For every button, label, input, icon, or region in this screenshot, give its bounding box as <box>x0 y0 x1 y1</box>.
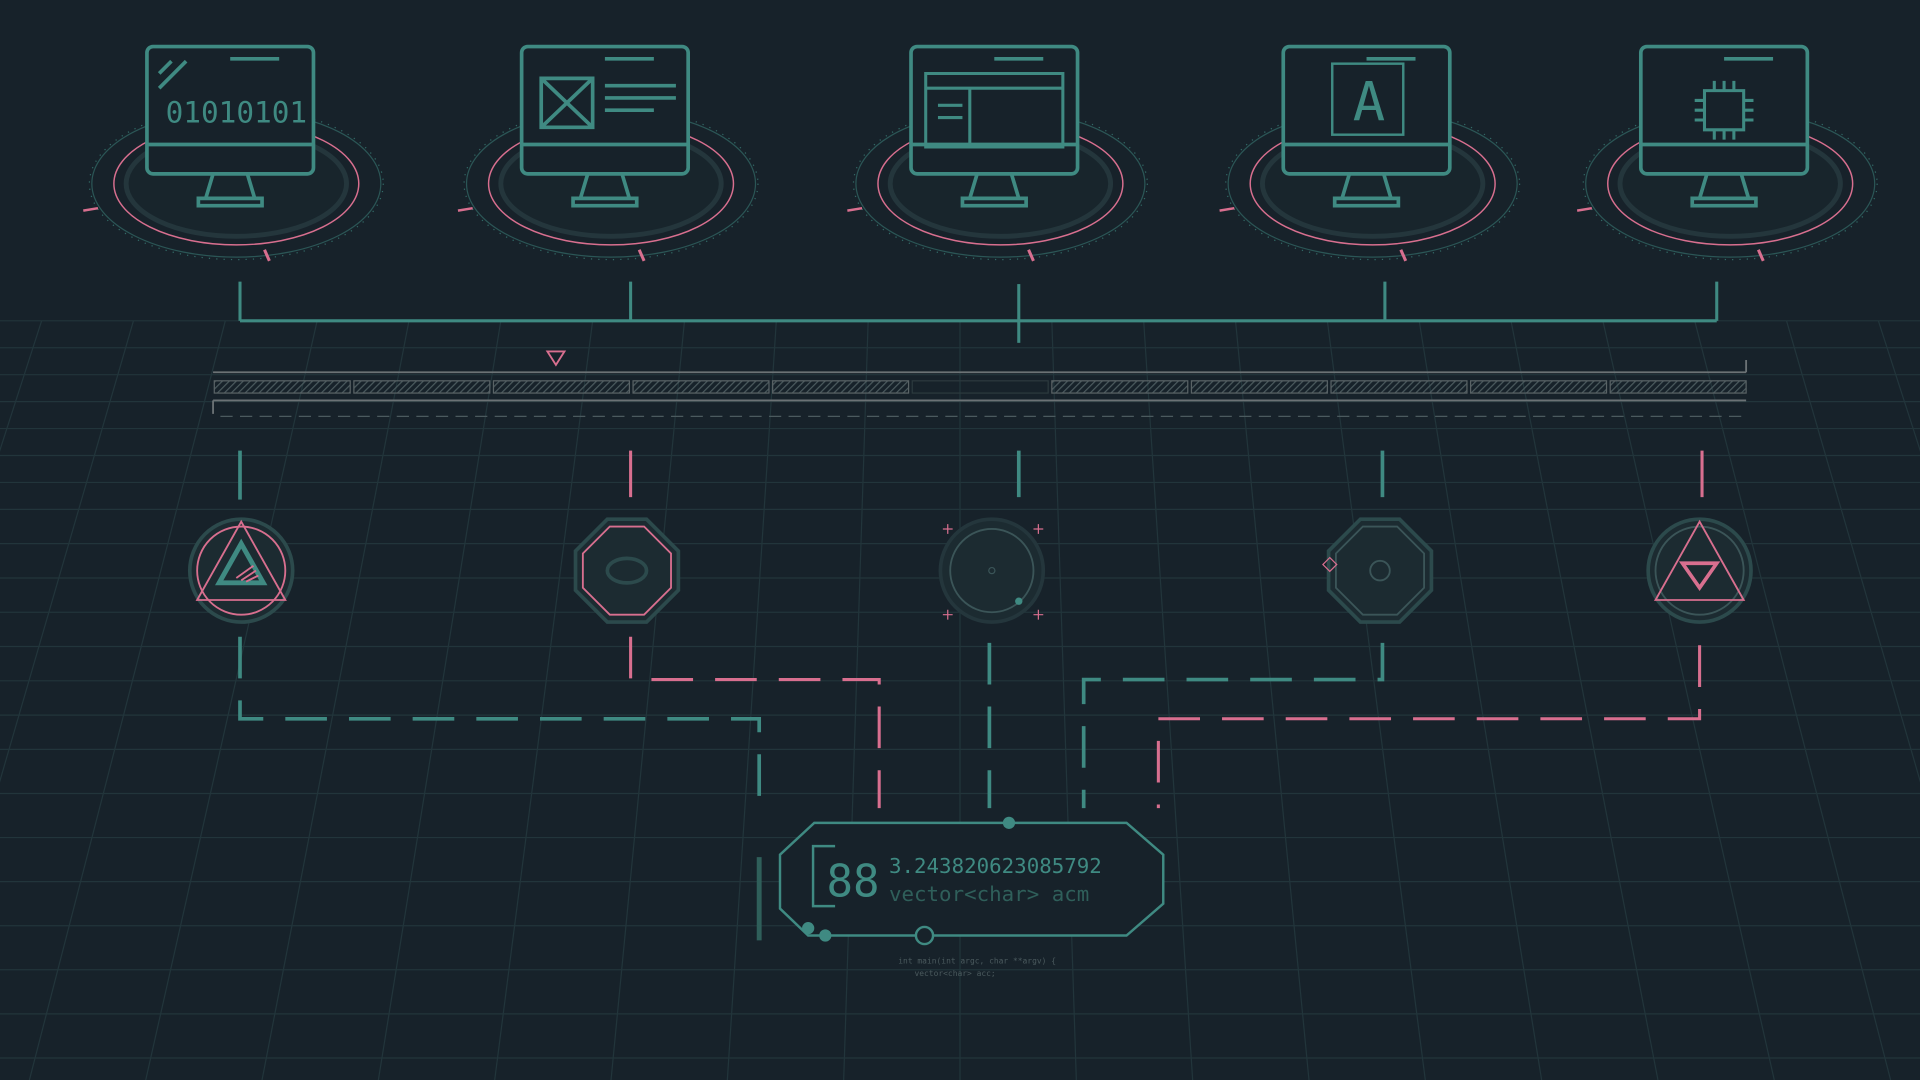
monitor-4[interactable]: A <box>1219 44 1521 262</box>
cpu-chip-monitor-icon <box>1638 44 1810 208</box>
timeline-segment[interactable] <box>1330 380 1468 394</box>
code-snippet-line-1: int main(int argc, char **argv) { <box>898 957 1056 966</box>
perspective-grid <box>0 320 1920 1080</box>
timeline-segment[interactable] <box>1051 380 1189 394</box>
timeline-segment[interactable] <box>1609 380 1747 394</box>
text-tool-monitor-icon <box>1281 44 1452 208</box>
monitor-3[interactable] <box>847 44 1148 262</box>
timeline-segment[interactable] <box>492 380 630 394</box>
value-readout: 3.243820623085792 <box>889 854 1102 878</box>
timeline-segment[interactable] <box>1190 380 1328 394</box>
monitor-5[interactable] <box>1576 44 1878 262</box>
timeline-segment[interactable] <box>772 380 910 394</box>
timeline-segment[interactable] <box>632 380 770 394</box>
counter-readout: 88 <box>827 856 880 907</box>
monitor-2[interactable] <box>457 44 759 262</box>
timeline-segment[interactable] <box>353 380 491 394</box>
top-connector <box>238 281 1719 343</box>
timeline-segment[interactable] <box>911 380 1049 394</box>
code-snippet-line-2: vector<char> acc; <box>914 969 995 978</box>
wireframe-monitor-icon <box>519 44 690 208</box>
monitor-label: 01010101 <box>166 95 307 129</box>
timeline-segment[interactable] <box>1470 380 1608 394</box>
node-circle[interactable] <box>938 517 1046 624</box>
data-readout-panel: 88 3.243820623085792 vector<char> acm in… <box>756 816 1165 978</box>
monitor-1[interactable]: 01010101 <box>83 44 384 262</box>
node-triangle-pink[interactable] <box>1646 517 1753 624</box>
timeline-bar[interactable] <box>212 350 1748 417</box>
node-octagon-pink[interactable] <box>573 517 681 624</box>
timeline-marker-icon[interactable] <box>545 350 567 367</box>
binary-monitor-icon <box>145 44 316 208</box>
timeline-segment[interactable] <box>213 380 351 394</box>
code-readout: vector<char> acm <box>889 882 1089 906</box>
monitor-label: A <box>1353 70 1385 133</box>
browser-window-monitor-icon <box>909 44 1080 208</box>
node-triangle-teal[interactable] <box>187 517 295 624</box>
node-octagon-teal[interactable] <box>1322 517 1434 624</box>
